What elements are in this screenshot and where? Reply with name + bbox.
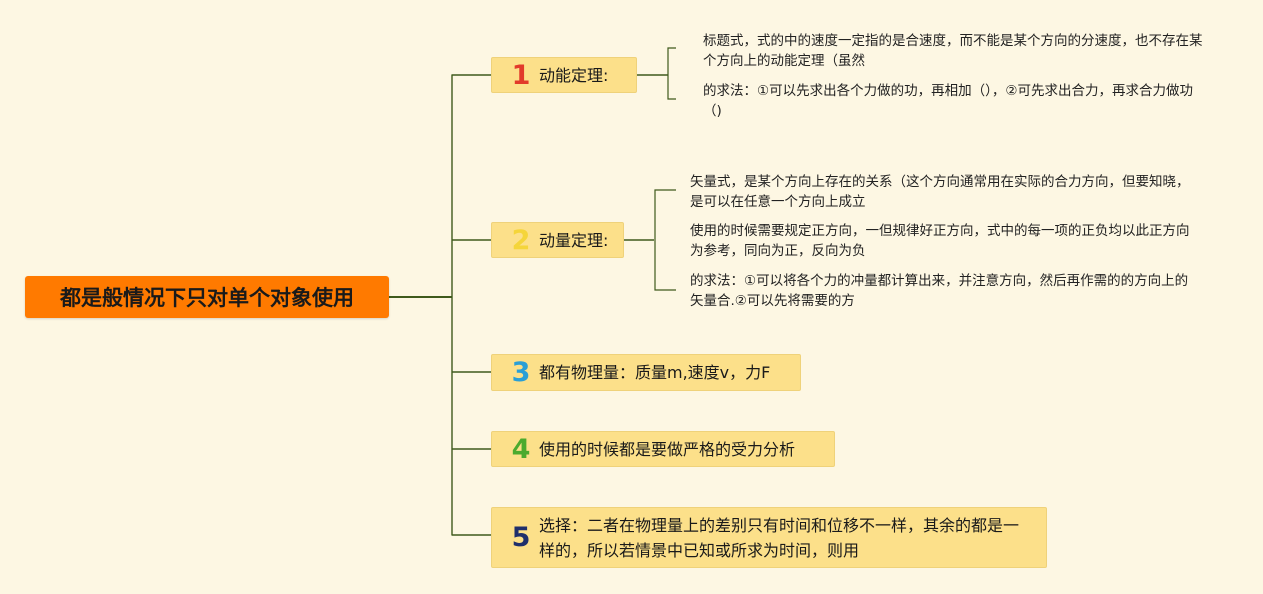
root-label: 都是般情况下只对单个对象使用 (60, 286, 354, 310)
number-1-icon: 1 (511, 59, 531, 91)
leaf-2-2[interactable]: 使用的时候需要规定正方向，一但规律好正方向，式中的每一项的正负均以此正方向为参考… (690, 223, 1190, 259)
branch-label-4: 使用的时候都是要做严格的受力分析 (539, 439, 796, 459)
root-node[interactable]: 都是般情况下只对单个对象使用 (25, 276, 389, 318)
branch-2-fork (654, 189, 676, 291)
branch-node-2[interactable]: 2 动量定理: (491, 222, 624, 258)
branch-label-5: 选择：二者在物理量上的差别只有时间和位移不一样，其余的都是一样的，所以若情景中已… (539, 515, 1020, 560)
branch-label-1: 动能定理: (539, 65, 609, 85)
number-3-icon: 3 (511, 357, 531, 388)
branch-label-2: 动量定理: (539, 230, 609, 250)
trunk-line (451, 74, 460, 536)
leaf-2-3[interactable]: 的求法：①可以将各个力的冲量都计算出来，并注意方向，然后再作需的的方向上的矢量合… (690, 273, 1189, 309)
number-5-icon: 5 (511, 522, 531, 553)
branch-label-3: 都有物理量：质量m,速度v，力F (539, 363, 771, 382)
branch-1-fork (667, 47, 676, 100)
number-2-icon: 2 (511, 224, 531, 256)
leaf-1-1[interactable]: 标题式，式的中的速度一定指的是合速度，而不能是某个方向的分速度，也不存在某个方向… (703, 33, 1203, 69)
branch-node-5[interactable]: 5 选择：二者在物理量上的差别只有时间和位移不一样，其余的都是一样的，所以若情景… (491, 507, 1047, 568)
branch-node-1[interactable]: 1 动能定理: (491, 57, 637, 93)
leaf-2-1[interactable]: 矢量式，是某个方向上存在的关系（这个方向通常用在实际的合力方向，但要知晓，是可以… (690, 174, 1190, 210)
branch-node-3[interactable]: 3 都有物理量：质量m,速度v，力F (491, 354, 801, 391)
leaf-1-2[interactable]: 的求法：①可以先求出各个力做的功，再相加（），②可先求出合力，再求合力做功（) (703, 83, 1193, 119)
branch-node-4[interactable]: 4 使用的时候都是要做严格的受力分析 (491, 431, 835, 467)
number-4-icon: 4 (511, 433, 531, 465)
